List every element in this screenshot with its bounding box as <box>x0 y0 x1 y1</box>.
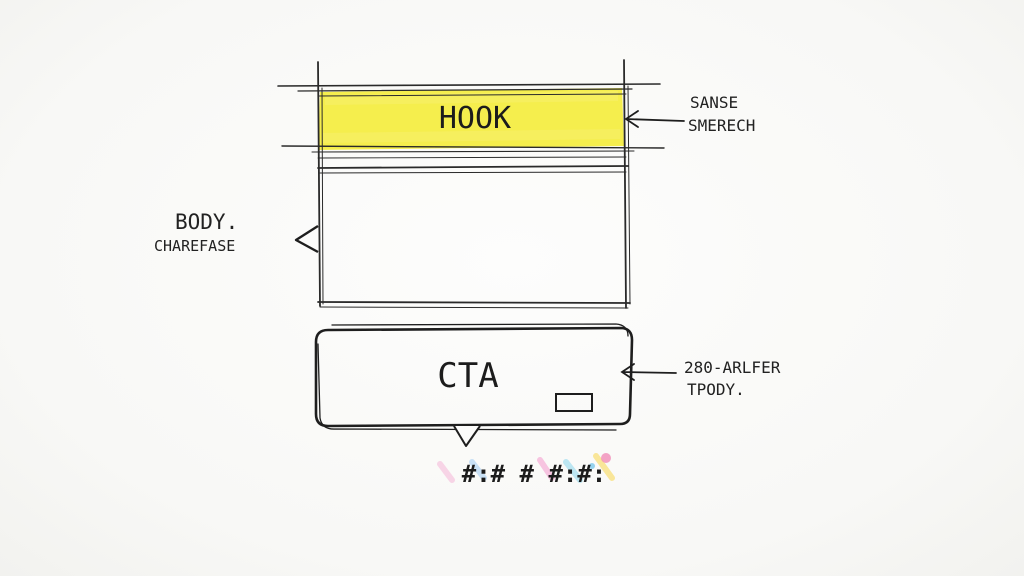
frame-lines <box>317 59 631 309</box>
cta-button-shape <box>555 393 593 412</box>
cta-annotation-line2: TPODY. <box>687 380 745 399</box>
hook-arrow <box>624 110 685 128</box>
hook-annotation-line2: SMERECH <box>688 116 755 135</box>
cta-label: CTA <box>437 356 498 396</box>
cta-arrow <box>620 363 677 381</box>
body-annotation-line1: BODY. <box>175 210 238 234</box>
cta-annotation-line1: 280-ARLFER <box>684 358 781 377</box>
cta-annotation-group: 280-ARLFER TPODY. <box>620 358 781 399</box>
footer-scribble-text: #:# # #:#: <box>462 460 607 488</box>
body-pointer <box>294 224 319 254</box>
cta-section: CTA <box>314 323 634 447</box>
hook-annotation-group: SANSE SMERECH <box>624 93 755 135</box>
footer-scribble: #:# # #:#: <box>437 453 615 488</box>
cta-speech-tail <box>453 425 481 447</box>
hook-label: HOOK <box>439 101 511 136</box>
body-annotation-group: BODY. CHAREFASE <box>154 210 238 255</box>
hook-annotation-line1: SANSE <box>690 93 738 112</box>
body-section <box>294 165 631 309</box>
hook-section: HOOK <box>277 83 665 159</box>
body-annotation-line2: CHAREFASE <box>154 237 235 255</box>
